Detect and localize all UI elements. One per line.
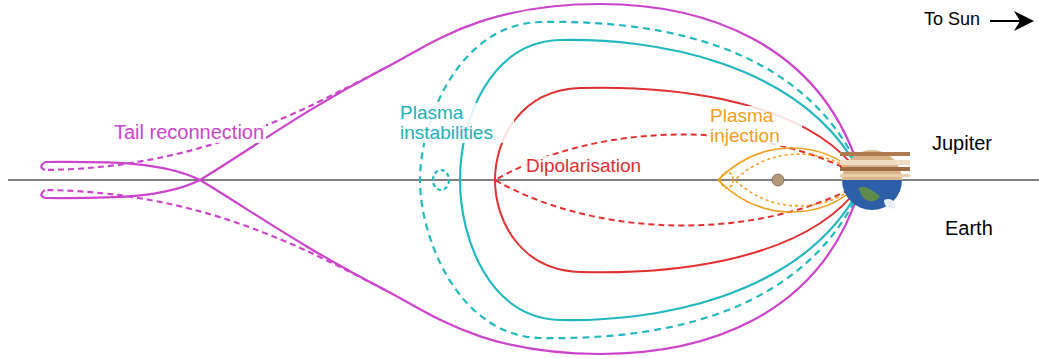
moon-symbol xyxy=(772,174,784,186)
dipolarisation-field-lines xyxy=(495,88,860,273)
injection-field-lines xyxy=(718,148,860,212)
direction-label: To Sun xyxy=(922,10,982,29)
process-label: Plasma injection xyxy=(708,106,802,146)
planet-label: Jupiter xyxy=(930,133,994,154)
process-label: Tail reconnection xyxy=(112,122,266,143)
process-label: Plasma instabilities xyxy=(398,103,514,143)
sun-arrow xyxy=(990,20,1030,22)
tail-field-lines xyxy=(41,4,860,354)
planet-label: Earth xyxy=(943,218,995,239)
instability-field-lines xyxy=(420,22,860,338)
planet-symbol xyxy=(840,150,910,210)
process-label: Dipolarisation xyxy=(524,156,643,176)
